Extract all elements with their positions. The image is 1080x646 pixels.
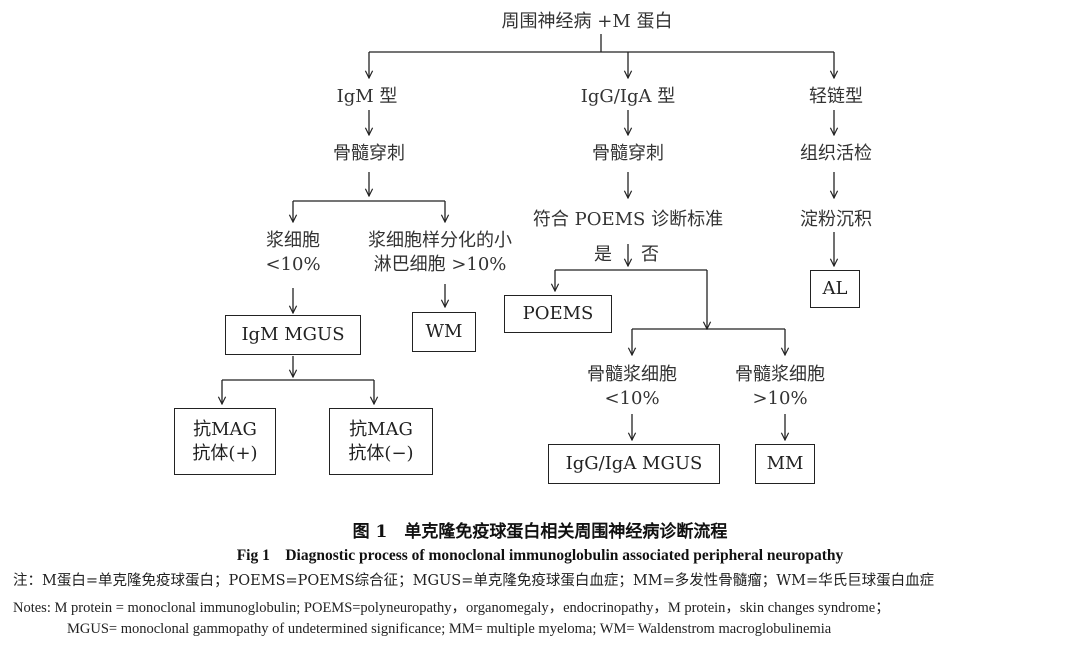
plasma-cell-ratio: <10% <box>265 254 321 275</box>
wm-box: WM <box>412 312 476 352</box>
mm-label: MM <box>766 453 804 474</box>
igg-bone-marrow-node: 骨髓穿刺 <box>592 143 664 164</box>
bm-plasma-low-ratio: <10% <box>604 388 660 409</box>
mag-positive-box: 抗MAG 抗体(+) <box>174 408 276 475</box>
lymphocyte-ratio: 淋巴细胞 >10% <box>373 254 507 275</box>
notes-en-line1: Notes: M protein = monoclonal immunoglob… <box>13 600 890 616</box>
igm-type-node: IgM 型 <box>336 86 398 107</box>
igm-bone-marrow-node: 骨髓穿刺 <box>333 143 405 164</box>
bm-plasma-low-label: 骨髓浆细胞 <box>587 364 677 385</box>
bm-plasma-high-ratio: >10% <box>752 388 808 409</box>
poems-criteria-node: 符合 POEMS 诊断标准 <box>532 209 724 230</box>
igm-mgus-box: IgM MGUS <box>225 315 361 355</box>
figure-caption-en: Fig 1 Diagnostic process of monoclonal i… <box>236 547 844 564</box>
bm-plasma-high-label: 骨髓浆细胞 <box>735 364 825 385</box>
igm-mgus-label: IgM MGUS <box>241 324 345 345</box>
notes-en-line2: MGUS= monoclonal gammopathy of undetermi… <box>67 621 832 637</box>
light-chain-type-node: 轻链型 <box>809 86 863 107</box>
mag-negative-line1: 抗MAG <box>349 418 413 440</box>
mm-box: MM <box>755 444 815 484</box>
yes-label: 是 <box>594 244 612 265</box>
mag-positive-line1: 抗MAG <box>193 418 257 440</box>
poems-label: POEMS <box>522 303 594 324</box>
al-label: AL <box>822 278 848 299</box>
root-node: 周围神经病 +M 蛋白 <box>501 11 673 32</box>
no-label: 否 <box>641 244 659 265</box>
poems-box: POEMS <box>504 295 612 333</box>
wm-label: WM <box>425 321 463 342</box>
igg-iga-type-node: IgG/IgA 型 <box>580 86 676 107</box>
amyloid-deposit-node: 淀粉沉积 <box>800 209 872 230</box>
plasma-cell-label: 浆细胞 <box>266 230 320 251</box>
mag-negative-box: 抗MAG 抗体(−) <box>329 408 433 475</box>
al-box: AL <box>810 270 860 308</box>
mag-positive-line2: 抗体(+) <box>192 442 258 464</box>
mag-negative-line2: 抗体(−) <box>348 442 414 464</box>
tissue-biopsy-node: 组织活检 <box>800 143 872 164</box>
igg-iga-mgus-label: IgG/IgA MGUS <box>565 453 703 474</box>
notes-cn: 注：M蛋白=单克隆免疫球蛋白；POEMS=POEMS综合征；MGUS=单克隆免疫… <box>13 573 935 589</box>
igg-iga-mgus-box: IgG/IgA MGUS <box>548 444 720 484</box>
lymphocyte-label: 浆细胞样分化的小 <box>368 230 512 251</box>
figure-caption-cn: 图 1 单克隆免疫球蛋白相关周围神经病诊断流程 <box>352 522 728 542</box>
